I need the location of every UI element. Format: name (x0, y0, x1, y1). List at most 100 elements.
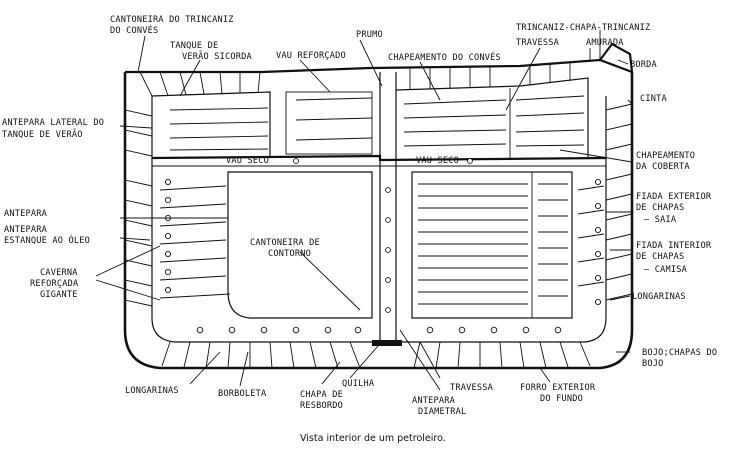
label-antepara-lateral-l2: TANQUE DE VERÃO (2, 129, 83, 140)
label-caverna-l3: GIGANTE (40, 290, 78, 300)
svg-text:LONGARINAS: LONGARINAS (632, 292, 686, 302)
label-travessa-top: TRAVESSA (516, 38, 560, 48)
upper-right-stiffeners (403, 95, 585, 147)
tween-deck (151, 154, 607, 162)
keel (372, 340, 402, 346)
label-bojo-l1: BOJO;CHAPAS DO (642, 348, 717, 358)
label-fiada-exterior-l2: DE CHAPAS (636, 203, 684, 213)
label-trincaniz: TRINCANIZ-CHAPA-TRINCANIZ (516, 23, 650, 33)
svg-text:CHAPEAMENTO: CHAPEAMENTO (636, 151, 695, 161)
svg-text:DA COBERTA: DA COBERTA (636, 162, 690, 172)
svg-text:TRAVESSA: TRAVESSA (516, 38, 560, 48)
svg-text:TRINCANIZ-CHAPA-TRINCANIZ: TRINCANIZ-CHAPA-TRINCANIZ (516, 23, 650, 33)
right-tank-stiffeners (418, 183, 605, 305)
label-camisa: CAMISA (655, 265, 688, 275)
label-bojo-l2: BOJO (642, 359, 664, 369)
lightening-holes (164, 158, 602, 334)
label-longarinas-right: LONGARINAS (632, 292, 686, 302)
hull-structure (123, 42, 634, 370)
svg-text:TANQUE DE VERÃO: TANQUE DE VERÃO (2, 129, 83, 140)
label-cantoneira-trincaniz-l2: DO CONVÉS (110, 24, 158, 36)
svg-text:ANTEPARA: ANTEPARA (4, 209, 48, 219)
label-quilha: QUILHA (342, 379, 375, 389)
svg-text:VAU SECO: VAU SECO (416, 156, 459, 166)
label-cinta: CINTA (640, 94, 667, 104)
label-borboleta: BORBOLETA (218, 389, 267, 399)
svg-text:PRUMO: PRUMO (356, 30, 383, 40)
svg-text:AMURADA: AMURADA (586, 38, 624, 48)
leader-lines (95, 30, 633, 391)
label-chapeamento-coberta-l2: DA COBERTA (636, 162, 690, 172)
svg-text:ANTEPARA: ANTEPARA (4, 225, 48, 235)
svg-text:GIGANTE: GIGANTE (40, 290, 78, 300)
label-antepara-diametral-l1: ANTEPARA (412, 396, 456, 406)
svg-text:CANTONEIRA DO TRINCANIZ: CANTONEIRA DO TRINCANIZ (110, 15, 234, 25)
label-forro-exterior-l1: FORRO EXTERIOR (520, 383, 596, 393)
svg-text:— CAMISA: — CAMISA (644, 265, 688, 275)
svg-text:LONGARINAS: LONGARINAS (125, 386, 179, 396)
inner-skin (151, 96, 607, 343)
svg-text:DE CHAPAS: DE CHAPAS (636, 203, 684, 213)
svg-text:— SAIA: — SAIA (644, 215, 677, 225)
svg-text:TANQUE DE: TANQUE DE (170, 41, 218, 51)
left-tank-stiffeners (159, 185, 231, 299)
label-amurada: AMURADA (586, 38, 624, 48)
side-frames (124, 103, 633, 307)
label-fiada-exterior-l1: FIADA EXTERIOR (636, 192, 712, 202)
svg-text:CHAPA DE: CHAPA DE (300, 390, 343, 400)
label-vau-seco-right: VAU SECO (416, 156, 459, 166)
upper-right-tank (395, 77, 589, 158)
summer-tank-bulkhead (151, 91, 271, 158)
bulwark (599, 42, 634, 73)
right-cargo-tank (411, 171, 573, 319)
svg-text:FIADA INTERIOR: FIADA INTERIOR (636, 241, 712, 251)
svg-text:CONTORNO: CONTORNO (268, 249, 311, 259)
label-antepara-lateral-l1: ANTEPARA LATERAL DO (2, 118, 104, 128)
label-cantoneira-contorno-l1: CANTONEIRA DE (250, 238, 320, 248)
svg-text:CANTONEIRA DE: CANTONEIRA DE (250, 238, 320, 248)
label-chapeamento-conves: CHAPEAMENTO DO CONVÉS (388, 51, 501, 63)
label-fiada-interior-l1: FIADA INTERIOR (636, 241, 712, 251)
svg-text:CAVERNA: CAVERNA (40, 268, 78, 278)
deck-plating (125, 58, 633, 74)
label-fiada-interior-l2: DE CHAPAS (636, 252, 684, 262)
svg-text:FORRO EXTERIOR: FORRO EXTERIOR (520, 383, 596, 393)
svg-text:VAU REFORÇADO: VAU REFORÇADO (276, 51, 346, 61)
svg-text:CHAPEAMENTO DO CONVÉS: CHAPEAMENTO DO CONVÉS (388, 51, 501, 63)
label-cantoneira-trincaniz-l1: CANTONEIRA DO TRINCANIZ (110, 15, 234, 25)
svg-text:Vista interior de um petroleir: Vista interior de um petroleiro. (300, 433, 446, 444)
label-vau-seco-left: VAU SECO (226, 156, 269, 166)
label-chapa-resbordo-l2: RESBORDO (300, 401, 343, 411)
label-caverna-l1: CAVERNA (40, 268, 78, 278)
svg-text:BOJO: BOJO (642, 359, 664, 369)
svg-text:BOJO;CHAPAS DO: BOJO;CHAPAS DO (642, 348, 717, 358)
svg-text:DO FUNDO: DO FUNDO (540, 394, 583, 404)
svg-text:DO CONVÉS: DO CONVÉS (110, 24, 158, 36)
svg-text:BORDA: BORDA (630, 60, 657, 70)
figure-caption: Vista interior de um petroleiro. (300, 433, 446, 444)
svg-text:DE CHAPAS: DE CHAPAS (636, 252, 684, 262)
svg-text:BORBOLETA: BORBOLETA (218, 389, 267, 399)
label-cantoneira-contorno-l2: CONTORNO (268, 249, 311, 259)
svg-text:VERÃO SICORDA: VERÃO SICORDA (182, 51, 252, 62)
outer-hull (123, 72, 634, 370)
svg-text:RESBORDO: RESBORDO (300, 401, 343, 411)
svg-text:VAU SECO: VAU SECO (226, 156, 269, 166)
label-longarinas-left: LONGARINAS (125, 386, 179, 396)
label-chapa-resbordo-l1: CHAPA DE (300, 390, 343, 400)
bottom-floors (161, 341, 591, 369)
label-vau-reforcado: VAU REFORÇADO (276, 51, 346, 61)
svg-text:CINTA: CINTA (640, 94, 667, 104)
label-antepara-estanque-l2: ESTANQUE AO ÓLEO (4, 234, 90, 246)
label-travessa-bottom: TRAVESSA (450, 383, 494, 393)
labels: CANTONEIRA DO TRINCANIZ DO CONVÉS TANQUE… (2, 15, 717, 444)
svg-text:ESTANQUE AO ÓLEO: ESTANQUE AO ÓLEO (4, 234, 90, 246)
label-tanque-verao-l1: TANQUE DE (170, 41, 218, 51)
svg-text:TRAVESSA: TRAVESSA (450, 383, 494, 393)
label-antepara-diametral-l2: DIAMETRAL (418, 407, 466, 417)
label-saia: SAIA (655, 215, 677, 225)
svg-text:ANTEPARA LATERAL DO: ANTEPARA LATERAL DO (2, 118, 104, 128)
label-antepara-estanque-l1: ANTEPARA (4, 225, 48, 235)
svg-text:QUILHA: QUILHA (342, 379, 375, 389)
